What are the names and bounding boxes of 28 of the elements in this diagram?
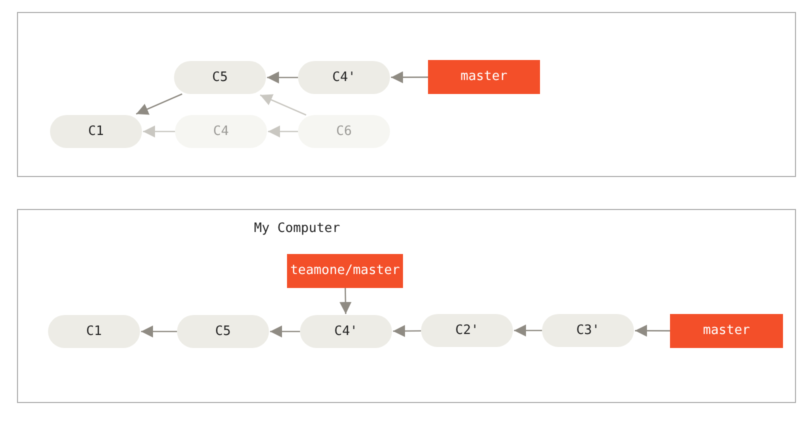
- arrow: [514, 324, 542, 336]
- commit-node: C4': [298, 61, 390, 94]
- commit-node: C3': [542, 314, 634, 347]
- commit-node: C5: [174, 61, 266, 94]
- branch-label: teamone/master: [287, 254, 403, 288]
- commit-node: C1: [50, 115, 142, 148]
- commit-node: C2': [421, 314, 513, 347]
- arrow: [141, 326, 177, 338]
- commit-node: C4': [300, 315, 392, 348]
- arrow: [143, 126, 175, 138]
- branch-label: master: [670, 314, 783, 348]
- panel-frame: [17, 209, 796, 403]
- commit-node: C1: [48, 315, 140, 348]
- arrow: [340, 288, 352, 314]
- commit-node: C5: [177, 315, 269, 348]
- arrow: [260, 94, 306, 116]
- commit-node: C4: [175, 115, 267, 148]
- arrow: [393, 325, 421, 337]
- branch-label: master: [428, 60, 540, 94]
- arrow: [391, 71, 428, 84]
- arrow: [635, 324, 670, 337]
- arrow: [267, 72, 298, 84]
- panel-heading: My Computer: [254, 220, 340, 238]
- panel-frame: [17, 12, 796, 177]
- arrow: [136, 93, 182, 115]
- arrow: [270, 326, 300, 338]
- arrow: [268, 126, 298, 138]
- commit-node: C6: [298, 115, 390, 148]
